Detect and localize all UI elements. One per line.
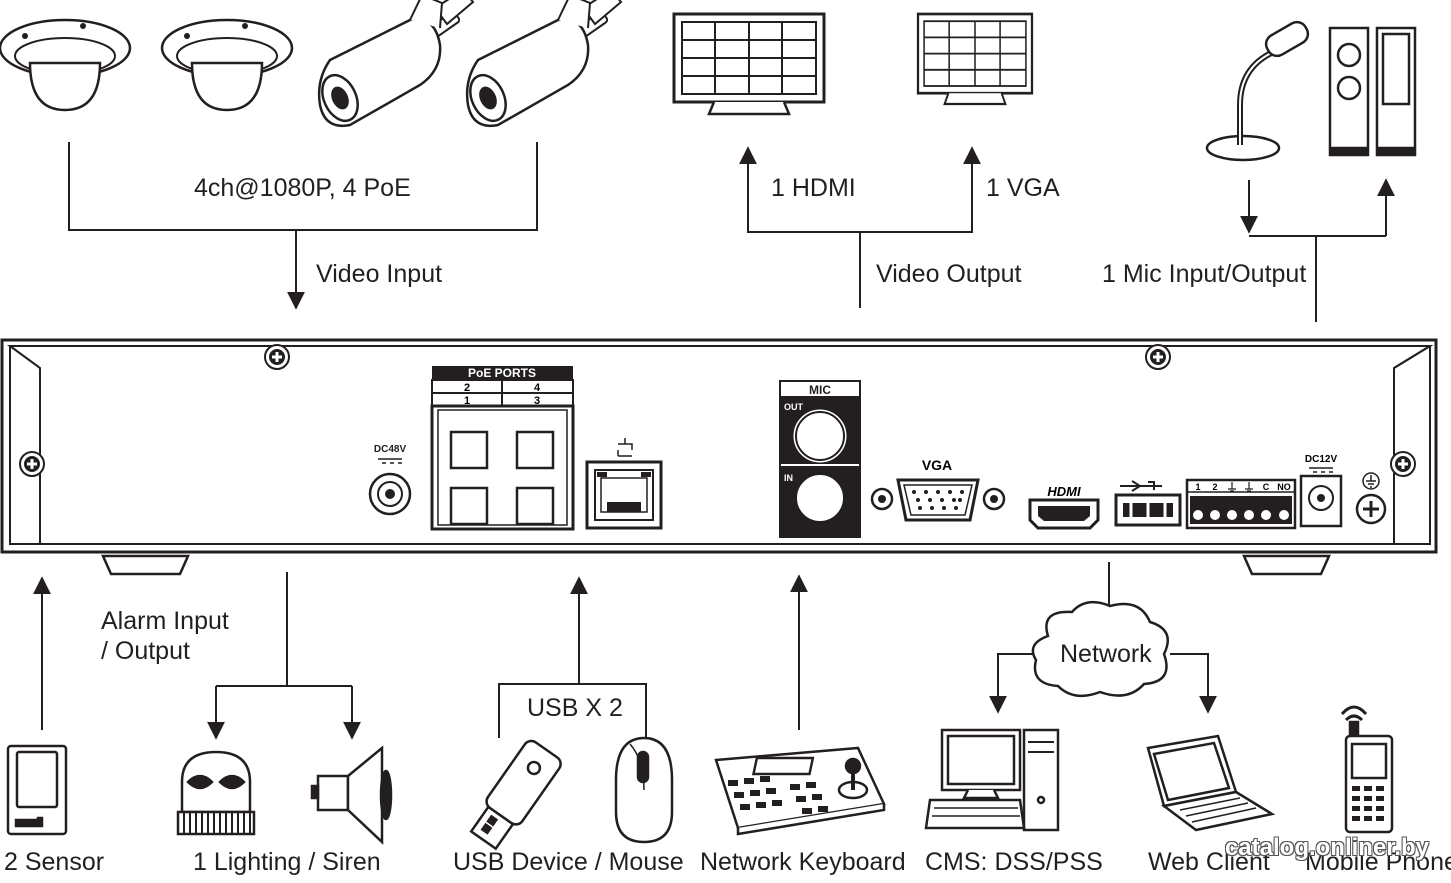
video-input-label: Video Input (316, 260, 443, 288)
sensor-icon (6, 744, 68, 836)
mic-io-label: 1 Mic Input/Output (1102, 260, 1307, 288)
desktop-pc-icon (924, 728, 1060, 832)
poe-label-1: 1 (464, 395, 470, 407)
siren-icon (310, 745, 393, 845)
poe-label-3: 3 (534, 395, 540, 407)
ethernet-port (585, 438, 663, 530)
usb-flash-drive-icon (469, 739, 562, 851)
alarm-label-c: C (1263, 482, 1270, 492)
alarm-io-label-line2: / Output (101, 637, 190, 665)
video-input-spec-label: 4ch@1080P, 4 PoE (194, 174, 411, 202)
poe-label-2: 2 (464, 382, 470, 394)
mic-io-connector (1240, 178, 1395, 322)
watermark: catalog.onliner.by (1224, 834, 1429, 861)
alarm-label-1: 1 (1195, 482, 1200, 492)
laptop-icon (1146, 734, 1276, 832)
ptz-keyboard-icon (714, 746, 886, 836)
dc12v-jack: DC12V (1299, 454, 1343, 528)
mic-out-label: OUT (784, 402, 804, 412)
alarm-label-no: NO (1277, 482, 1291, 492)
bullet-camera-icon (314, 0, 623, 128)
network-label: Network (1060, 640, 1152, 668)
strobe-light-icon (176, 750, 256, 836)
mouse-icon (614, 736, 674, 844)
usb-count-label: USB X 2 (527, 694, 623, 722)
hdmi-label: HDMI (1047, 484, 1081, 499)
cloud-icon (1031, 600, 1169, 698)
monitor-icon (672, 12, 1034, 116)
bottom-connectors (33, 562, 1217, 740)
microphone-icon (1205, 20, 1310, 162)
nvr-rear-panel: DC48V PoE PORTS 2 4 1 3 (0, 338, 1438, 576)
ground-terminal (1355, 472, 1387, 525)
usb-device-mouse-label: USB Device / Mouse (453, 848, 684, 876)
video-output-label: Video Output (876, 260, 1022, 288)
mic-jacks: MIC OUT IN (779, 380, 861, 538)
usb-ports (1114, 480, 1182, 527)
hdmi-output-label: 1 HDMI (771, 174, 856, 202)
lighting-siren-label: 1 Lighting / Siren (193, 848, 381, 876)
alarm-terminal: 1 2 C NO (1185, 478, 1297, 530)
dc12v-label: DC12V (1305, 454, 1338, 465)
mic-in-label: IN (784, 473, 793, 483)
speaker-icon (1328, 26, 1417, 157)
mobile-phone-icon (1340, 705, 1394, 834)
poe-ports: PoE PORTS 2 4 1 3 (430, 366, 575, 531)
cms-label: CMS: DSS/PSS (925, 848, 1103, 876)
vga-label: VGA (922, 457, 952, 473)
sensor-label: 2 Sensor (4, 848, 105, 876)
poe-label-4: 4 (534, 382, 541, 394)
video-input-connector (68, 142, 538, 310)
video-output-connector (739, 146, 981, 308)
dc48v-jack: DC48V (368, 444, 412, 516)
alarm-label-2: 2 (1212, 482, 1217, 492)
vga-port: VGA (870, 457, 1006, 522)
vga-output-label: 1 VGA (986, 174, 1060, 202)
web-client-label: Web Client (1148, 848, 1270, 876)
dc48v-label: DC48V (374, 444, 407, 455)
hdmi-port: HDMI (1028, 484, 1100, 530)
dome-camera-icon (0, 18, 294, 112)
network-keyboard-label: Network Keyboard (700, 848, 906, 876)
mobile-phone-label: Mobile Phone (1305, 848, 1451, 876)
alarm-io-label-line1: Alarm Input (101, 607, 229, 635)
poe-title: PoE PORTS (468, 366, 536, 380)
mic-title: MIC (809, 383, 831, 397)
